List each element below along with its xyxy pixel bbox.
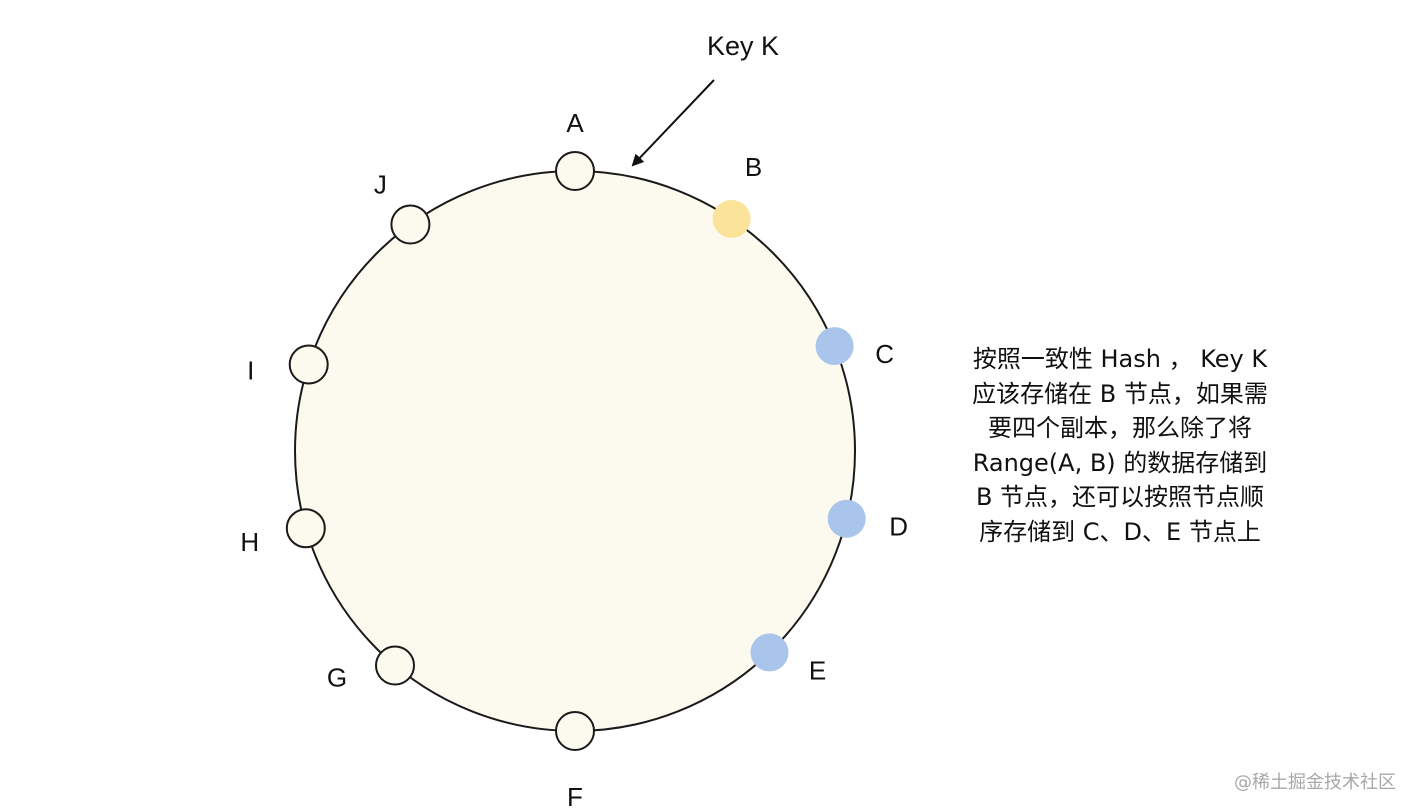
node-e <box>750 633 789 672</box>
node-d <box>827 499 866 538</box>
node-j-label: J <box>374 169 387 199</box>
node-d-label: D <box>889 512 908 542</box>
node-f <box>555 711 595 751</box>
description-line-6: 序存储到 C、D、E 节点上 <box>979 517 1261 546</box>
replication-description: 按照一致性 Hash ， Key K 应该存储在 B 节点，如果需 要四个副本，… <box>930 342 1310 549</box>
node-b <box>712 199 751 238</box>
node-e-label: E <box>809 655 826 685</box>
node-a-label: A <box>566 108 584 138</box>
node-c-label: C <box>875 339 894 369</box>
description-line-2: 应该存储在 B 节点，如果需 <box>972 379 1268 408</box>
node-f-label: F <box>567 782 583 810</box>
node-i <box>288 344 329 385</box>
key-k-arrow <box>631 79 715 167</box>
node-i-label: I <box>247 355 254 385</box>
node-c <box>815 327 854 366</box>
node-j <box>390 204 431 245</box>
node-h <box>285 508 326 549</box>
node-h-label: H <box>240 527 259 557</box>
node-g <box>375 645 415 686</box>
description-line-4: Range(A, B) 的数据存储到 <box>972 448 1268 477</box>
node-a <box>555 151 595 191</box>
description-line-5: B 节点，还可以按照节点顺 <box>975 483 1265 511</box>
node-b-label: B <box>745 152 762 182</box>
key-k-label: Key K <box>707 31 779 61</box>
description-line-3: 要四个副本，那么除了将 <box>988 414 1252 442</box>
ring-nodes: A B C D E F G H I J <box>240 108 908 810</box>
watermark: @稀土掘金技术社区 <box>1234 772 1396 793</box>
node-g-label: G <box>327 662 347 692</box>
description-line-1: 按照一致性 Hash ， Key K <box>972 345 1268 373</box>
